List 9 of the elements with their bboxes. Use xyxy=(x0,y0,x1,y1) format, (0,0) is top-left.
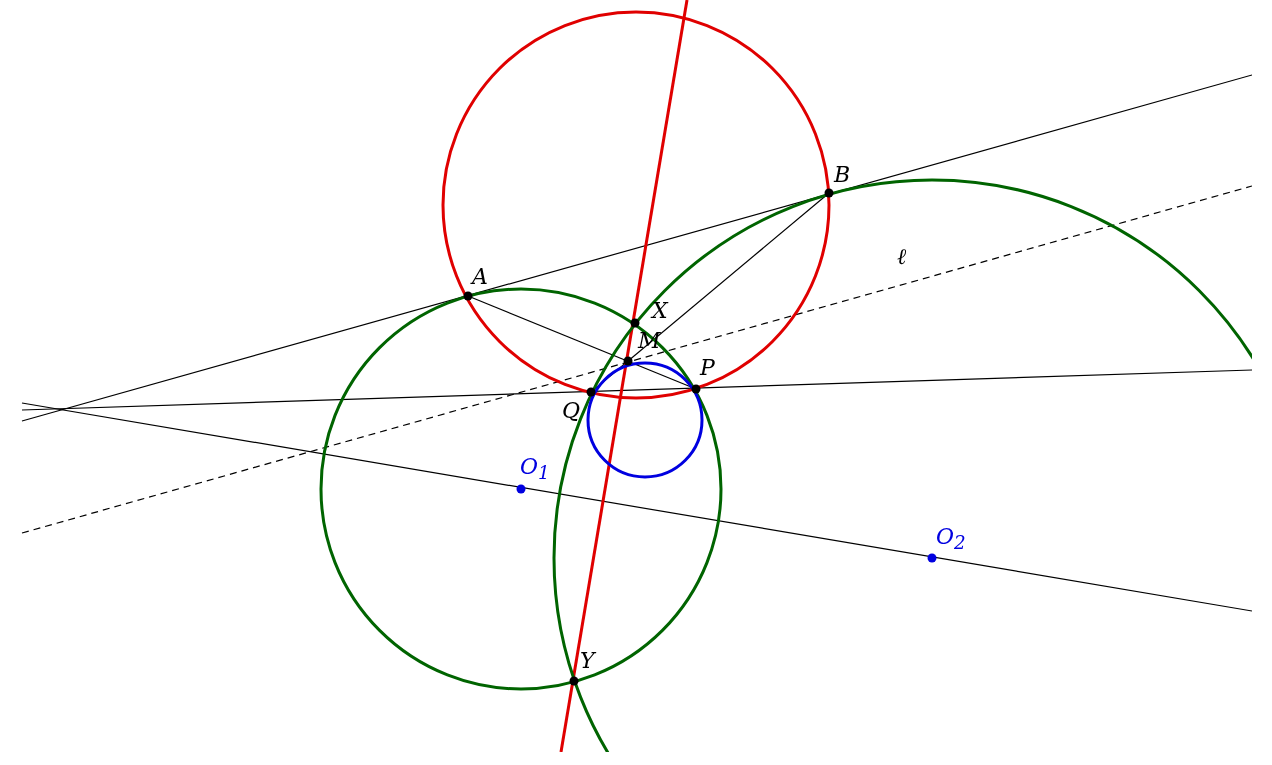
point-label: B xyxy=(834,164,851,186)
point-label: Y xyxy=(580,650,595,672)
point-label: O$_{2}$ xyxy=(936,526,966,553)
point-label: ℓ xyxy=(897,246,907,268)
point-label: P xyxy=(700,357,715,379)
point-label: X xyxy=(652,300,668,322)
point-label: Q xyxy=(562,400,581,422)
point-label: O$_{1}$ xyxy=(520,456,550,483)
point-label: A xyxy=(472,266,488,288)
